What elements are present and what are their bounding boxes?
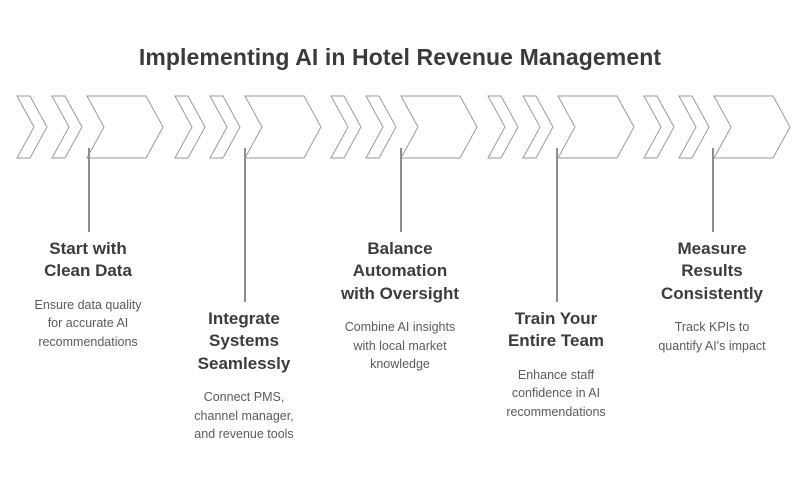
chevron-right-icon — [487, 95, 519, 159]
chevron-right-icon — [244, 95, 322, 159]
step-2-description-line-3: and revenue tools — [194, 427, 294, 442]
step-4-text-block: Train Your Entire Team Enhance staff con… — [476, 308, 636, 421]
step-5-description-line-1: Track KPIs to — [674, 320, 750, 335]
step-2-heading-line-2: Systems — [209, 331, 279, 351]
chevron-right-icon — [678, 95, 710, 159]
step-2-heading-line-1: Integrate — [208, 309, 280, 328]
step-5-connector-line — [712, 148, 714, 232]
step-2-description-line-1: Connect PMS, — [203, 390, 285, 405]
step-1-chevron-group — [16, 95, 166, 159]
step-1-description: Ensure data quality for accurate AI reco… — [8, 296, 168, 352]
step-3-heading: Balance Automation with Oversight — [320, 238, 480, 305]
step-1-connector-line — [88, 148, 90, 232]
step-4-connector-line — [556, 148, 558, 302]
step-3-description: Combine AI insights with local market kn… — [320, 318, 480, 374]
step-5-heading-line-1: Measure — [677, 239, 747, 258]
step-4-description-line-2: confidence in AI — [511, 386, 601, 401]
step-3-description-line-1: Combine AI insights — [344, 320, 456, 335]
step-1-description-line-2: for accurate AI — [47, 316, 129, 331]
step-1-heading: Start with Clean Data — [8, 238, 168, 283]
chevron-right-icon — [330, 95, 362, 159]
chevron-right-icon — [522, 95, 554, 159]
step-3-description-line-3: knowledge — [370, 357, 430, 372]
step-2-description: Connect PMS, channel manager, and revenu… — [164, 388, 324, 444]
step-1-heading-line-1: Start with — [49, 239, 127, 258]
step-2-heading: Integrate Systems Seamlessly — [164, 308, 324, 375]
step-1-text-block: Start with Clean Data Ensure data qualit… — [8, 238, 168, 351]
step-3-heading-line-3: with Oversight — [340, 283, 460, 303]
step-5-heading-line-2: Results — [681, 261, 743, 281]
step-3-heading-line-2: Automation — [352, 261, 448, 281]
step-4-heading-line-2: Entire Team — [507, 331, 605, 351]
chevron-right-icon — [713, 95, 791, 159]
step-5-description: Track KPIs to quantify AI's impact — [632, 318, 792, 355]
chevron-right-icon — [174, 95, 206, 159]
step-5-heading: Measure Results Consistently — [632, 238, 792, 305]
step-2-heading-line-3: Seamlessly — [197, 353, 291, 373]
step-3-chevron-group — [330, 95, 480, 159]
step-4-chevron-group — [487, 95, 637, 159]
step-2-connector-line — [244, 148, 246, 302]
chevron-right-icon — [16, 95, 48, 159]
page-title: Implementing AI in Hotel Revenue Managem… — [138, 44, 662, 70]
step-5-heading-line-3: Consistently — [660, 283, 764, 303]
step-3-text-block: Balance Automation with Oversight Combin… — [320, 238, 480, 374]
step-2-description-line-2: channel manager, — [194, 408, 294, 423]
chevron-right-icon — [365, 95, 397, 159]
step-4-description-line-3: recommendations — [506, 404, 606, 419]
step-3-description-line-2: with local market — [353, 338, 447, 353]
step-1-heading-line-2: Clean Data — [44, 261, 132, 281]
step-4-heading-line-1: Train Your — [514, 309, 598, 328]
step-5-text-block: Measure Results Consistently Track KPIs … — [632, 238, 792, 355]
step-1-description-line-3: recommendations — [38, 334, 138, 349]
step-3-connector-line — [400, 148, 402, 232]
chevron-right-icon — [209, 95, 241, 159]
step-4-heading: Train Your Entire Team — [476, 308, 636, 353]
step-1-description-line-1: Ensure data quality — [34, 297, 142, 312]
step-5-description-line-2: quantify AI's impact — [658, 338, 766, 353]
step-3-heading-line-1: Balance — [367, 239, 433, 258]
step-5-chevron-group — [643, 95, 793, 159]
chevron-right-icon — [643, 95, 675, 159]
step-4-description-line-1: Enhance staff — [517, 367, 595, 382]
chevron-right-icon — [557, 95, 635, 159]
chevron-right-icon — [86, 95, 164, 159]
step-2-chevron-group — [174, 95, 324, 159]
step-4-description: Enhance staff confidence in AI recommend… — [476, 366, 636, 422]
step-2-text-block: Integrate Systems Seamlessly Connect PMS… — [164, 308, 324, 444]
chevron-right-icon — [400, 95, 478, 159]
chevron-right-icon — [51, 95, 83, 159]
